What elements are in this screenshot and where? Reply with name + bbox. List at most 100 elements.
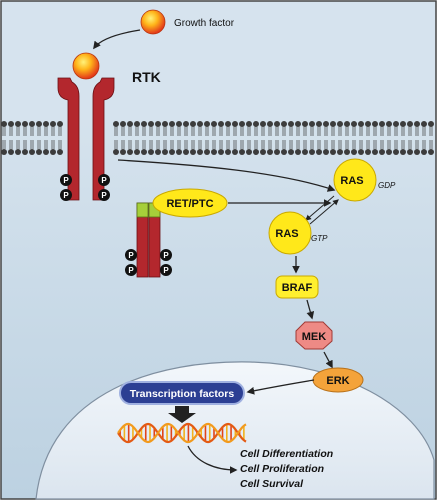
ret-ptc-node bbox=[152, 188, 228, 218]
phosphate-icon bbox=[125, 264, 137, 276]
cell-membrane bbox=[1, 121, 434, 155]
lipid-head bbox=[211, 149, 217, 155]
lipid-tail bbox=[387, 140, 391, 149]
dna-strand bbox=[117, 422, 247, 444]
lipid-head bbox=[316, 149, 322, 155]
lipid-head bbox=[239, 121, 245, 127]
lipid-tail bbox=[191, 127, 195, 136]
lipid-tail bbox=[198, 127, 202, 136]
lipid-tail bbox=[254, 140, 258, 149]
lipid-tail bbox=[184, 127, 188, 136]
lipid-head bbox=[344, 121, 350, 127]
lipid-tail bbox=[114, 140, 118, 149]
lipid-head bbox=[22, 149, 28, 155]
lipid-tail bbox=[51, 140, 55, 149]
lipid-tail bbox=[247, 127, 251, 136]
lipid-head bbox=[225, 121, 231, 127]
lipid-tail bbox=[156, 127, 160, 136]
lipid-tail bbox=[226, 127, 230, 136]
lipid-head bbox=[407, 121, 413, 127]
lipid-tail bbox=[282, 140, 286, 149]
lipid-tail bbox=[268, 140, 272, 149]
lipid-head bbox=[421, 121, 427, 127]
lipid-head bbox=[274, 149, 280, 155]
lipid-head bbox=[218, 149, 224, 155]
lipid-head bbox=[8, 149, 14, 155]
lipid-head bbox=[50, 121, 56, 127]
lipid-head bbox=[232, 121, 238, 127]
lipid-head bbox=[295, 149, 301, 155]
ras-gtp-node bbox=[268, 211, 312, 255]
lipid-tail bbox=[149, 140, 153, 149]
lipid-tail bbox=[219, 140, 223, 149]
lipid-head bbox=[414, 149, 420, 155]
transcription-down-arrow bbox=[168, 406, 196, 423]
lipid-tail bbox=[394, 140, 398, 149]
lipid-tail bbox=[247, 140, 251, 149]
lipid-head bbox=[162, 149, 168, 155]
braf-node bbox=[275, 275, 319, 299]
lipid-head bbox=[155, 121, 161, 127]
lipid-tail bbox=[408, 127, 412, 136]
lipid-tail bbox=[37, 127, 41, 136]
lipid-head bbox=[428, 149, 434, 155]
lipid-tail bbox=[408, 140, 412, 149]
lipid-head bbox=[302, 149, 308, 155]
phosphate-label: P bbox=[128, 266, 134, 275]
lipid-tail bbox=[219, 127, 223, 136]
dna-strand bbox=[117, 422, 247, 444]
lipid-tail bbox=[37, 140, 41, 149]
lipid-head bbox=[288, 149, 294, 155]
lipid-head bbox=[379, 149, 385, 155]
lipid-tail bbox=[2, 140, 6, 149]
lipid-tail bbox=[212, 140, 216, 149]
lipid-tail bbox=[135, 127, 139, 136]
lipid-head bbox=[232, 149, 238, 155]
phosphate-label: P bbox=[163, 266, 169, 275]
lipid-head bbox=[316, 121, 322, 127]
lipid-head bbox=[372, 149, 378, 155]
phosphate-label: P bbox=[163, 251, 169, 260]
ret-ptc-receptor bbox=[136, 202, 161, 278]
lipid-head bbox=[386, 121, 392, 127]
lipid-head bbox=[134, 121, 140, 127]
lipid-head bbox=[393, 121, 399, 127]
braf-to-mek-arrow bbox=[306, 299, 315, 320]
lipid-tail bbox=[268, 127, 272, 136]
lipid-tail bbox=[338, 127, 342, 136]
lipid-tail bbox=[16, 140, 20, 149]
lipid-tail bbox=[135, 140, 139, 149]
rtk-label: RTK bbox=[132, 69, 161, 85]
lipid-head bbox=[414, 121, 420, 127]
lipid-head bbox=[204, 149, 210, 155]
lipid-head bbox=[190, 121, 196, 127]
ras-activation-arrow bbox=[309, 199, 339, 225]
lipid-head bbox=[176, 121, 182, 127]
lipid-tail bbox=[282, 127, 286, 136]
lipid-tail bbox=[303, 140, 307, 149]
growth-factor-arrow bbox=[93, 29, 141, 50]
lipid-head bbox=[169, 121, 175, 127]
lipid-tail bbox=[163, 140, 167, 149]
phosphate-icon bbox=[160, 249, 172, 261]
lipid-head bbox=[225, 149, 231, 155]
erk-label: ERK bbox=[326, 375, 349, 387]
lipid-tail bbox=[324, 140, 328, 149]
lipid-tail bbox=[345, 127, 349, 136]
lipid-head bbox=[281, 121, 287, 127]
lipid-head bbox=[29, 149, 35, 155]
lipid-tail bbox=[170, 127, 174, 136]
phosphate-label: P bbox=[128, 251, 134, 260]
lipid-head bbox=[36, 149, 42, 155]
lipid-tail bbox=[387, 127, 391, 136]
lipid-head bbox=[400, 149, 406, 155]
mek-label: MEK bbox=[302, 331, 327, 343]
lipid-head bbox=[211, 121, 217, 127]
phosphate-icon bbox=[60, 174, 72, 186]
lipid-tail bbox=[142, 140, 146, 149]
lipid-head bbox=[176, 149, 182, 155]
lipid-tail bbox=[163, 127, 167, 136]
lipid-head bbox=[197, 149, 203, 155]
ras-inactivation-arrow bbox=[305, 195, 335, 221]
lipid-tail bbox=[331, 127, 335, 136]
